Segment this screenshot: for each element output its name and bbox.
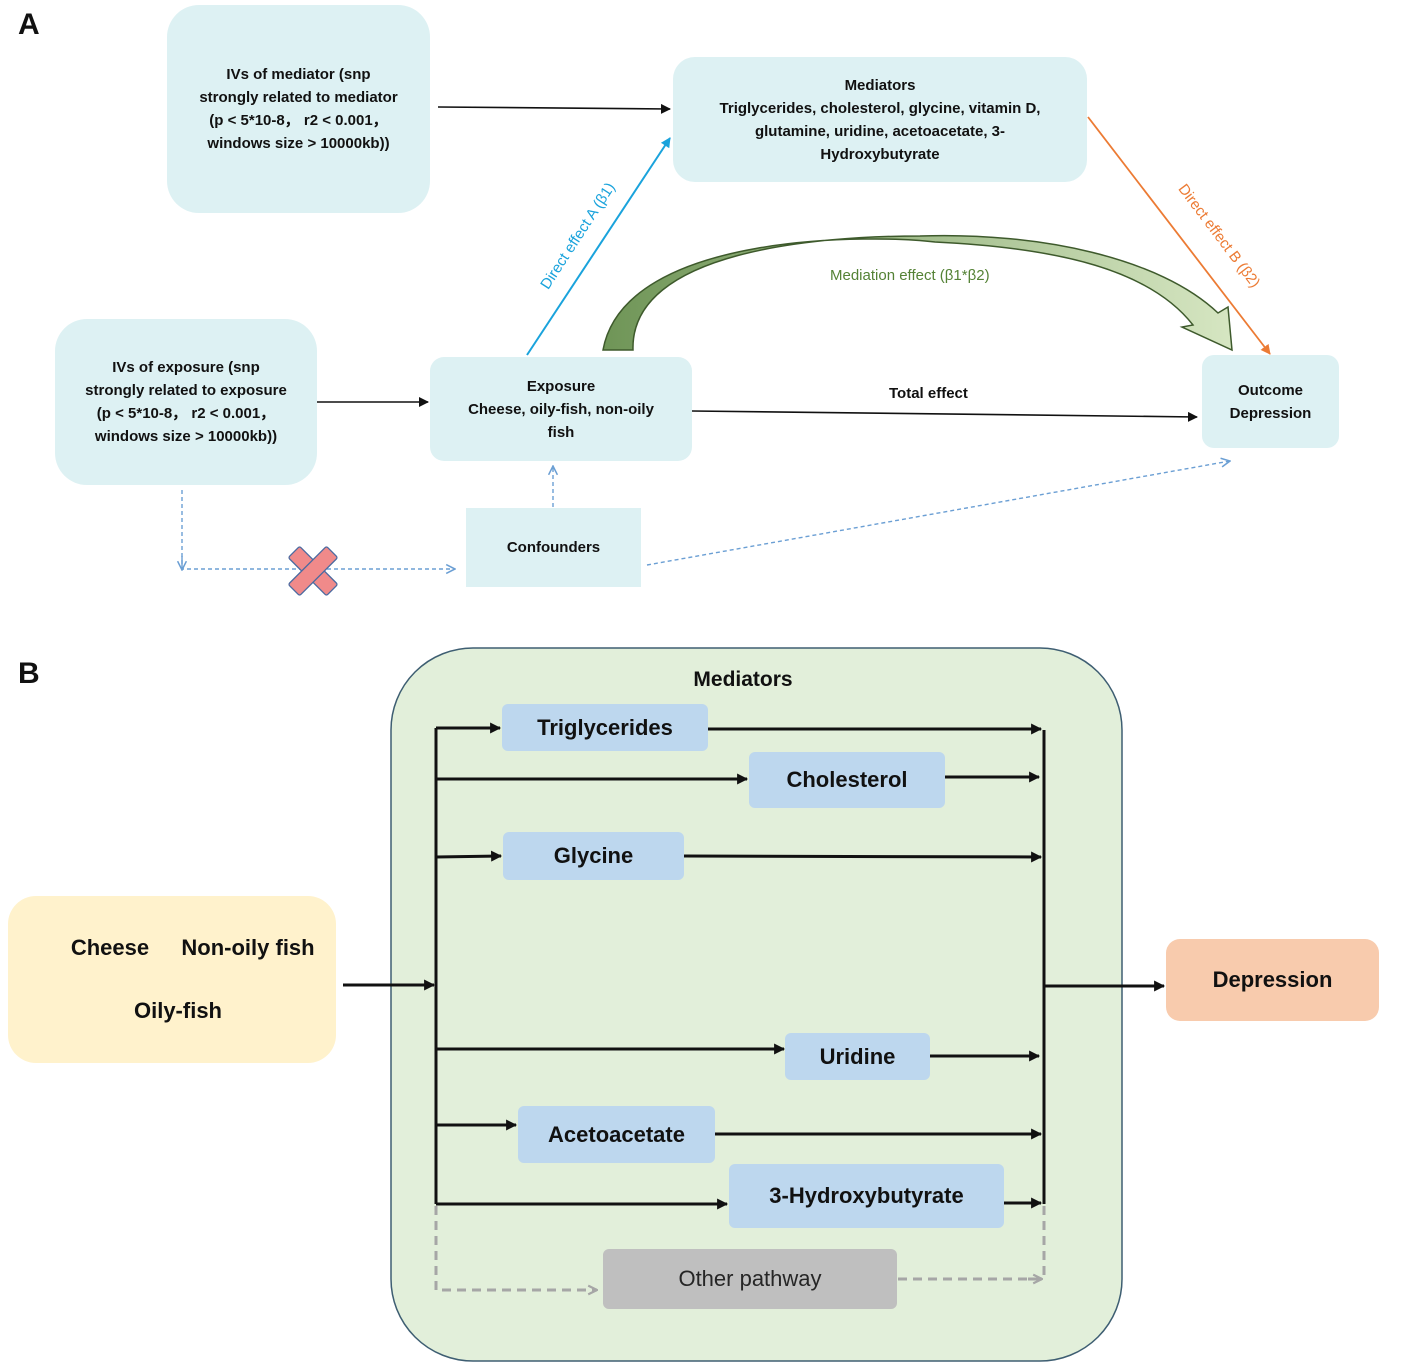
- mediation-effect-label: Mediation effect (β1*β2): [830, 267, 990, 284]
- confounders-to-outcome-arrow: [646, 461, 1230, 566]
- other-pathway-in-arrow: [434, 1206, 597, 1290]
- mediator-acetoacetate: Acetoacetate: [518, 1106, 715, 1163]
- iv-mediator-line: strongly related to mediator: [199, 89, 398, 106]
- iv-exposure-line: IVs of exposure (snp: [112, 359, 260, 376]
- confounders-box-shape: [466, 508, 641, 587]
- cross-icon: [288, 546, 338, 596]
- outcome-box-shape: [1202, 355, 1339, 448]
- mediators-line: glutamine, uridine, acetoacetate, 3-: [754, 122, 1006, 140]
- outcome-line: Depression: [1229, 404, 1312, 422]
- outcome-box: Outcome Depression: [1202, 355, 1339, 448]
- mediator-triglycerides: Triglycerides: [502, 704, 708, 751]
- direct-effect-a-arrow: [526, 137, 671, 356]
- iv-exposure-box: IVs of exposure (snp strongly related to…: [55, 319, 317, 485]
- mediator-3-hydroxybutyrate: 3-Hydroxybutyrate: [729, 1164, 1004, 1228]
- iv-exposure-box-shape: [55, 319, 317, 485]
- confounders-label: Confounders: [506, 539, 601, 556]
- mediators-line: Hydroxybutyrate: [820, 145, 940, 163]
- direct-effect-b-arrow: [1087, 116, 1271, 355]
- mediators-line: Mediators: [844, 76, 916, 94]
- depression-box-shape: [1166, 939, 1379, 1021]
- exposure-oily-fish: Oily-fish: [133, 998, 222, 1023]
- mediators-box-shape: [673, 57, 1087, 182]
- other-pathway-out-arrow: [898, 1206, 1046, 1281]
- glycine-in-arrow: [435, 850, 503, 862]
- mediator-uridine: Uridine: [785, 1033, 930, 1080]
- exposure-line: fish: [547, 423, 575, 441]
- total-effect-label: Total effect: [889, 385, 968, 402]
- exposure-non-oily-fish: Non-oily fish: [181, 935, 315, 960]
- iv-mediator-line: (p < 5*10-8， r2 < 0.001，: [209, 112, 388, 129]
- iv-mediator-box-shape: [167, 5, 430, 213]
- panel-b-label: B: [18, 657, 40, 690]
- exposure-box: Exposure Cheese, oily-fish, non-oily fis…: [430, 357, 692, 461]
- other-pathway-box: Other pathway: [678, 1266, 822, 1291]
- other-pathway-shape: [603, 1249, 897, 1309]
- outcome-line: Outcome: [1237, 381, 1303, 399]
- total-effect-arrow: [691, 410, 1198, 422]
- exposure-group-shape: [8, 896, 336, 1063]
- iv-mediator-to-mediators-arrow: [437, 103, 671, 114]
- iv-mediator-line: IVs of mediator (snp: [226, 66, 371, 83]
- mediators-container-title: Mediators: [693, 668, 793, 691]
- glycine-out-arrow: [683, 851, 1043, 863]
- mediator-glycine: Glycine: [503, 832, 684, 880]
- exposure-cheese: Cheese: [70, 935, 150, 960]
- iv-exposure-line: strongly related to exposure: [85, 382, 287, 399]
- iv-mediator-box: IVs of mediator (snp strongly related to…: [167, 5, 430, 213]
- iv-exposure-line: (p < 5*10-8， r2 < 0.001，: [96, 405, 276, 422]
- mediator-cholesterol: Cholesterol: [749, 752, 945, 808]
- iv-mediator-line: windows size > 10000kb)): [207, 135, 390, 152]
- mediators-line: Triglycerides, cholesterol, glycine, vit…: [719, 99, 1041, 117]
- confounders-box: Confounders: [466, 508, 641, 587]
- mediation-effect-arrow: [602, 234, 1233, 352]
- exposure-box-shape: [430, 357, 692, 461]
- panel-a-label: A: [18, 8, 40, 41]
- depression-box: Depression: [1212, 967, 1333, 992]
- mediators-box: Mediators Triglycerides, cholesterol, gl…: [673, 57, 1087, 182]
- exposure-line: Exposure: [526, 377, 596, 395]
- iv-exposure-line: windows size > 10000kb)): [94, 428, 278, 445]
- exposure-line: Cheese, oily-fish, non-oily: [468, 400, 654, 418]
